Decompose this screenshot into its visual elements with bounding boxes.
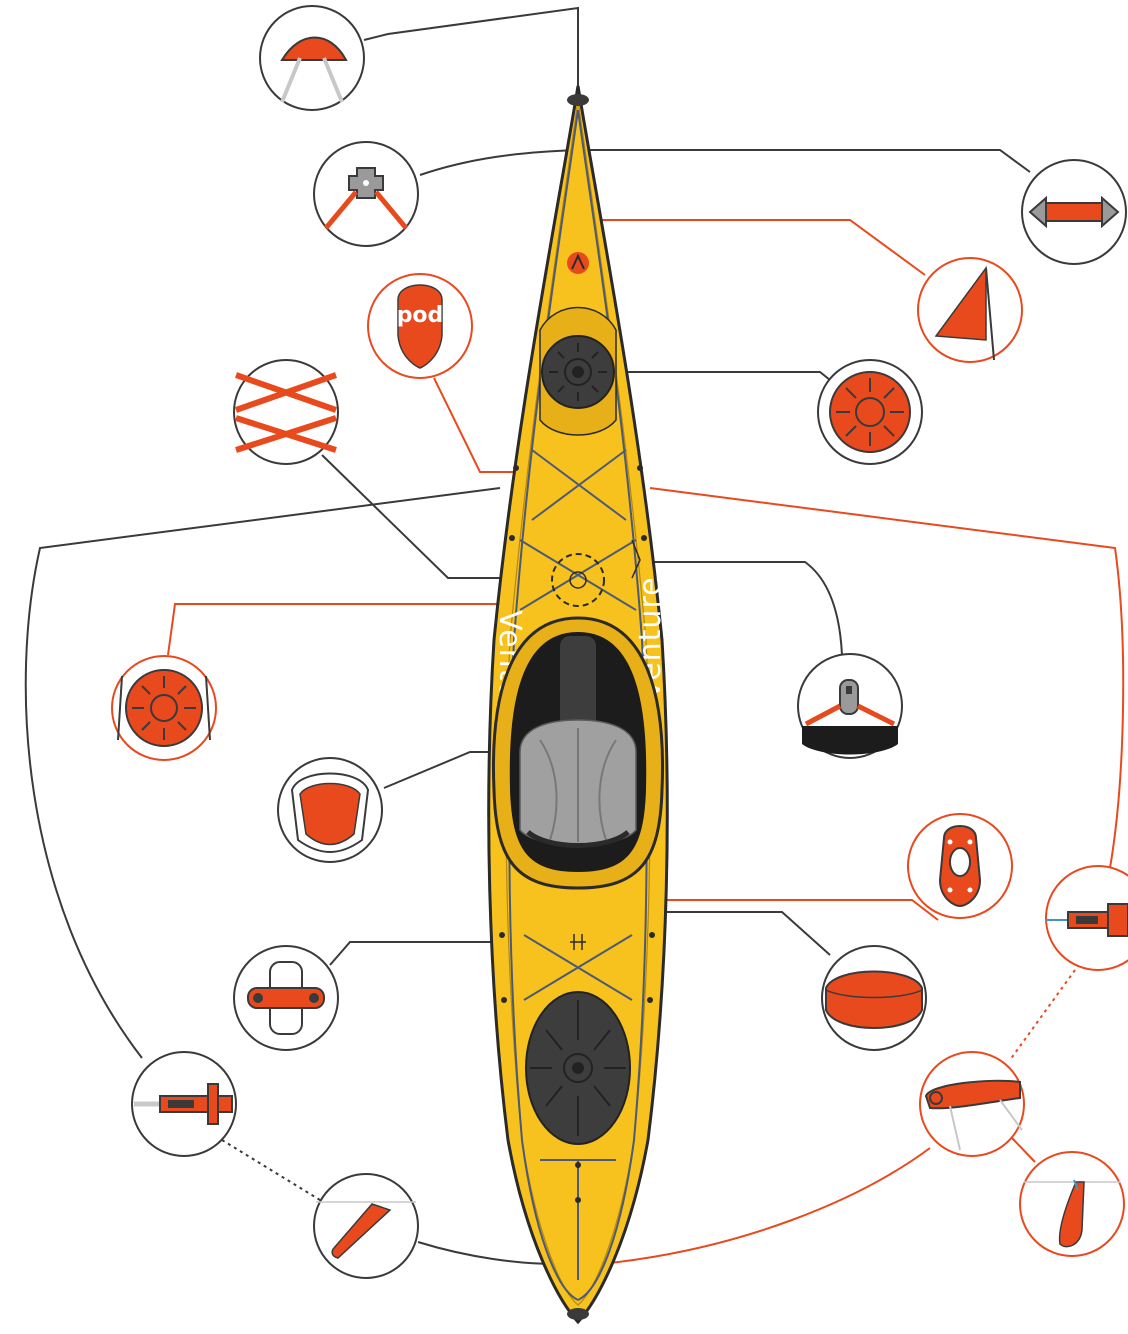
thigh-brace: [560, 636, 596, 736]
callout-rudder-lever: [919, 1051, 1025, 1157]
pod-logo-text: pod: [397, 303, 444, 328]
pod-badge-icon: pod: [397, 284, 444, 369]
leader-rudder-link: [1011, 1137, 1036, 1163]
deck-fittings: [499, 465, 655, 1203]
callout-skeg-blade: [313, 1173, 419, 1279]
callout-deck-bungee: [233, 359, 339, 465]
callout-rudder-blade: [1019, 1151, 1125, 1257]
leader-deck-bungee: [321, 454, 500, 579]
callout-rudder-pedal: [907, 813, 1013, 919]
leader-deck-fitting: [419, 149, 579, 176]
leader-skeg-dotted: [221, 1139, 321, 1201]
bow-bungee: [519, 449, 637, 611]
callout-carry-handle: [1021, 159, 1127, 265]
leader-bow-flag: [578, 219, 926, 276]
leader-day-hatch: [167, 603, 560, 656]
callout-rear-hatch: [821, 945, 927, 1051]
callout-skeg-control: [131, 1051, 237, 1157]
callout-seat-back: [277, 757, 383, 863]
connector-lines: [24, 6, 1125, 1265]
bungee-cross-icon: [235, 372, 337, 453]
callout-pod-logo: pod: [367, 273, 473, 379]
callout-day-hatch: [111, 655, 217, 761]
leader-rudder-blade: [599, 1147, 931, 1265]
paddle-park: [570, 934, 586, 950]
rudder-blade-icon: [1024, 1179, 1120, 1248]
leader-recessed-fitting: [644, 561, 843, 656]
day-hatch: [551, 553, 605, 607]
rudder-pedal-icon: [938, 825, 982, 908]
leader-cable-guide: [649, 487, 1125, 869]
callout-bow-flag: [917, 257, 1023, 363]
deck-fitting-icon: [324, 167, 408, 230]
rear-hatch-icon: [825, 970, 923, 1029]
skeg-blade-icon: [316, 1201, 416, 1259]
callout-bow-toggle: [259, 5, 365, 111]
leader-rudder-dotted: [1009, 969, 1076, 1061]
paddle-park-icon: [247, 961, 325, 1035]
callout-front-hatch: [817, 359, 923, 465]
seat-back-icon: [290, 772, 370, 853]
toggle-handle-icon: [280, 36, 348, 103]
stern-bungee: [523, 934, 633, 1001]
kayak-hull: Venture Venture: [487, 85, 669, 1325]
deck-ridge: [505, 99, 651, 1306]
bow-toggle-grip: [567, 94, 589, 106]
skeg-slider-icon: [1046, 903, 1128, 937]
leader-front-hatch: [600, 371, 831, 381]
callout-deck-fitting: [313, 141, 419, 247]
callout-cable-guide: [1045, 865, 1128, 971]
stern-toggle-grip: [567, 1308, 589, 1320]
recessed-fitting-icon: [802, 679, 898, 755]
leader-carry-handle: [578, 149, 1031, 173]
rudder-slider-icon: [134, 1083, 233, 1125]
leader-bow-toggle: [363, 6, 579, 92]
hatch-cover-icon: [829, 371, 911, 453]
callout-recessed-fitting: [797, 653, 903, 759]
leader-skeg-control: [24, 487, 501, 1059]
day-hatch-icon: [117, 669, 211, 747]
callout-paddle-park: [233, 945, 339, 1051]
carry-handle-icon: [1028, 195, 1120, 229]
seat-back-band: [526, 830, 630, 848]
rudder-lever-icon: [924, 1079, 1023, 1151]
safety-flag-icon: [934, 265, 995, 361]
